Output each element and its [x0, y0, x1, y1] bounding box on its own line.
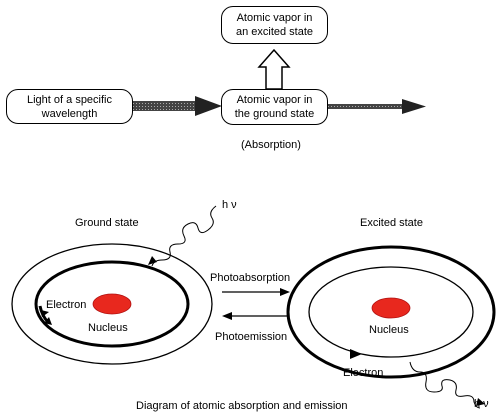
- light-to-ground-arrow: [133, 96, 222, 116]
- excited-state-atom: [286, 245, 496, 379]
- excited-state-box: Atomic vapor in an excited state: [221, 6, 328, 44]
- photon-out-label: h ν: [474, 398, 489, 410]
- transmitted-light-arrow: [328, 99, 426, 114]
- nucleus-left-shape: [92, 293, 132, 315]
- ground-state-box: Atomic vapor in the ground state: [221, 89, 328, 125]
- light-source-box: Light of a specific wavelength: [6, 89, 133, 124]
- electron-right-arrowhead: [350, 349, 362, 359]
- excitation-arrow: [257, 48, 291, 90]
- nucleus-right-shape: [371, 297, 411, 319]
- diagram-caption: Diagram of atomic absorption and emissio…: [136, 400, 348, 412]
- photoabsorption-arrow: [222, 288, 290, 296]
- ground-state-label: Ground state: [75, 217, 139, 229]
- ground-state-atom: [11, 243, 213, 365]
- incoming-photon: [148, 205, 217, 267]
- photoemission-label: Photoemission: [215, 331, 288, 343]
- electron-right-label: Electron: [343, 367, 384, 379]
- photoabsorption-label: Photoabsorption: [210, 272, 291, 284]
- electron-left-label: Electron: [46, 299, 87, 311]
- photoemission-arrow: [222, 312, 288, 320]
- excited-state-label: Excited state: [360, 217, 423, 229]
- photon-in-label: h ν: [222, 199, 237, 211]
- nucleus-left-label: Nucleus: [88, 322, 128, 334]
- absorption-label: (Absorption): [241, 139, 301, 151]
- nucleus-right-label: Nucleus: [369, 324, 409, 336]
- outgoing-photon: [409, 361, 485, 409]
